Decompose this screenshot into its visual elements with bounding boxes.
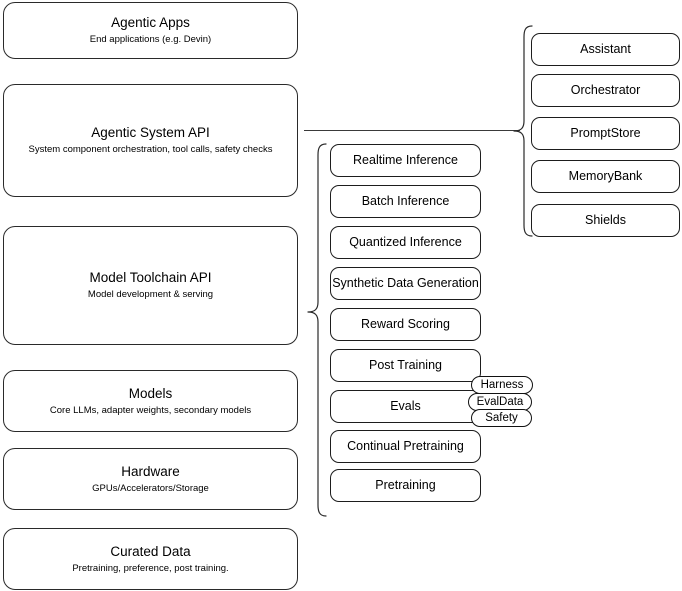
layer-subtitle: System component orchestration, tool cal…	[28, 144, 273, 155]
evals-badge-harness[interactable]: Harness	[471, 376, 533, 394]
layer-box-hardware[interactable]: Hardware GPUs/Accelerators/Storage	[3, 448, 298, 510]
agentic-item-assistant[interactable]: Assistant	[531, 33, 680, 66]
connector-agentic-system-to-components	[304, 130, 520, 131]
layer-subtitle: Core LLMs, adapter weights, secondary mo…	[49, 404, 252, 416]
toolchain-item-synthetic-data-generation[interactable]: Synthetic Data Generation	[330, 267, 481, 300]
layer-title: Agentic System API	[91, 125, 210, 140]
layer-title: Curated Data	[110, 543, 191, 559]
toolchain-item-batch-inference[interactable]: Batch Inference	[330, 185, 481, 218]
layer-title: Agentic Apps	[111, 15, 190, 30]
layer-title: Model Toolchain API	[89, 270, 212, 285]
layer-subtitle: Model development & serving	[87, 289, 214, 300]
toolchain-item-post-training[interactable]: Post Training	[330, 349, 481, 382]
agentic-item-promptstore[interactable]: PromptStore	[531, 117, 680, 150]
toolchain-item-pretraining[interactable]: Pretraining	[330, 469, 481, 502]
layer-box-agentic-apps[interactable]: Agentic Apps End applications (e.g. Devi…	[3, 2, 298, 59]
evals-badge-safety[interactable]: Safety	[471, 409, 532, 427]
toolchain-item-evals[interactable]: Evals	[330, 390, 481, 423]
layer-subtitle: End applications (e.g. Devin)	[89, 34, 212, 45]
layer-box-curated-data[interactable]: Curated Data Pretraining, preference, po…	[3, 528, 298, 590]
layer-box-models[interactable]: Models Core LLMs, adapter weights, secon…	[3, 370, 298, 432]
brace-toolchain-column	[306, 142, 328, 520]
layer-box-agentic-system-api[interactable]: Agentic System API System component orch…	[3, 84, 298, 197]
layer-subtitle: Pretraining, preference, post training.	[72, 562, 229, 574]
layer-box-model-toolchain-api[interactable]: Model Toolchain API Model development & …	[3, 226, 298, 345]
agentic-item-memorybank[interactable]: MemoryBank	[531, 160, 680, 193]
toolchain-item-realtime-inference[interactable]: Realtime Inference	[330, 144, 481, 177]
layer-title: Models	[128, 385, 173, 401]
toolchain-item-reward-scoring[interactable]: Reward Scoring	[330, 308, 481, 341]
toolchain-item-quantized-inference[interactable]: Quantized Inference	[330, 226, 481, 259]
agentic-item-shields[interactable]: Shields	[531, 204, 680, 237]
layer-title: Hardware	[121, 463, 180, 479]
brace-agentic-column	[512, 24, 534, 240]
agentic-item-orchestrator[interactable]: Orchestrator	[531, 74, 680, 107]
toolchain-item-continual-pretraining[interactable]: Continual Pretraining	[330, 430, 481, 463]
layer-subtitle: GPUs/Accelerators/Storage	[92, 482, 209, 494]
